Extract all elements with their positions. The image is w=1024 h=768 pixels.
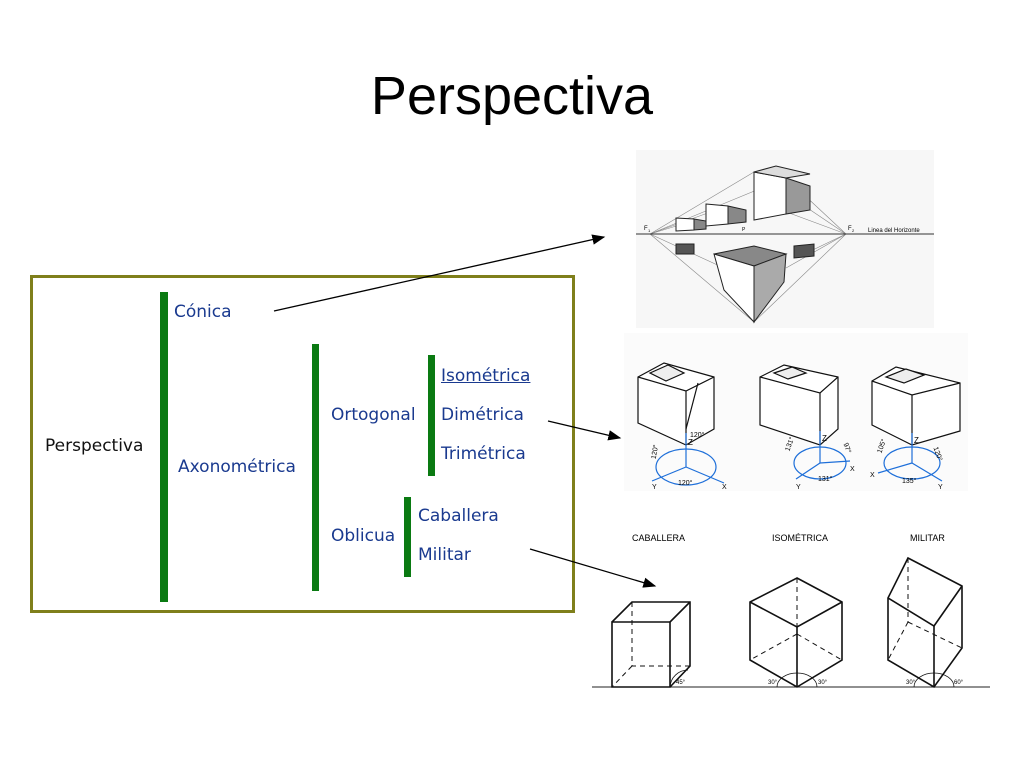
label-dimetrica: Dimétrica [441,405,524,425]
svg-text:Linea del Horizonte: Linea del Horizonte [868,228,920,234]
bar-level-1 [160,292,168,602]
svg-text:MILITAR: MILITAR [910,533,945,543]
svg-text:Z: Z [822,434,827,443]
svg-text:Y: Y [652,484,657,491]
svg-text:F: F [644,226,648,232]
axonometric-figure: Z 120° 120° 120° Y X Z 131° 97° 131° Y X [624,333,968,491]
bar-level-2 [312,344,319,591]
oblique-projections-figure: CABALLERA ISOMÉTRICA MILITAR 45° 30° 30° [592,530,990,692]
svg-text:Z: Z [688,438,693,447]
svg-text:30°: 30° [768,680,778,686]
svg-text:X: X [722,484,727,491]
conic-perspective-drawing: F 1 P F 2 Linea del Horizonte [636,150,934,328]
svg-text:30°: 30° [906,680,916,686]
classification-box: Perspectiva Cónica Axonométrica Ortogona… [30,275,575,613]
svg-text:30°: 30° [818,680,828,686]
svg-text:X: X [850,466,855,473]
svg-text:131°: 131° [818,475,833,483]
bar-level-3-oblicua [404,497,411,577]
svg-text:P: P [742,227,746,233]
label-conica: Cónica [174,302,232,322]
root-label: Perspectiva [45,436,144,456]
axonometric-drawing: Z 120° 120° 120° Y X Z 131° 97° 131° Y X [624,333,968,491]
page-title: Perspectiva [370,66,654,126]
svg-text:60°: 60° [954,680,964,686]
bar-level-3-ortogonal [428,355,435,476]
oblique-drawing: CABALLERA ISOMÉTRICA MILITAR 45° 30° 30° [592,533,990,689]
svg-text:1: 1 [648,228,651,233]
svg-text:Y: Y [938,484,943,491]
svg-text:ISOMÉTRICA: ISOMÉTRICA [772,533,828,543]
svg-text:135°: 135° [902,477,917,485]
label-isometrica: Isométrica [441,366,531,386]
label-oblicua: Oblicua [331,526,396,546]
svg-text:120°: 120° [650,444,660,460]
svg-text:CABALLERA: CABALLERA [632,533,685,543]
svg-text:F: F [848,226,852,232]
svg-text:Y: Y [796,484,801,491]
label-militar: Militar [418,545,471,565]
conic-perspective-figure: F 1 P F 2 Linea del Horizonte [636,150,934,328]
label-trimetrica: Trimétrica [441,444,526,464]
svg-text:120°: 120° [690,431,705,439]
label-axonometrica: Axonométrica [178,457,296,477]
svg-text:Z: Z [914,436,919,445]
label-caballera: Caballera [418,506,499,526]
svg-text:45°: 45° [676,680,686,686]
svg-text:X: X [870,472,875,479]
svg-text:120°: 120° [678,479,693,487]
svg-text:2: 2 [852,228,855,233]
svg-text:97°: 97° [842,442,853,455]
label-ortogonal: Ortogonal [331,405,416,425]
